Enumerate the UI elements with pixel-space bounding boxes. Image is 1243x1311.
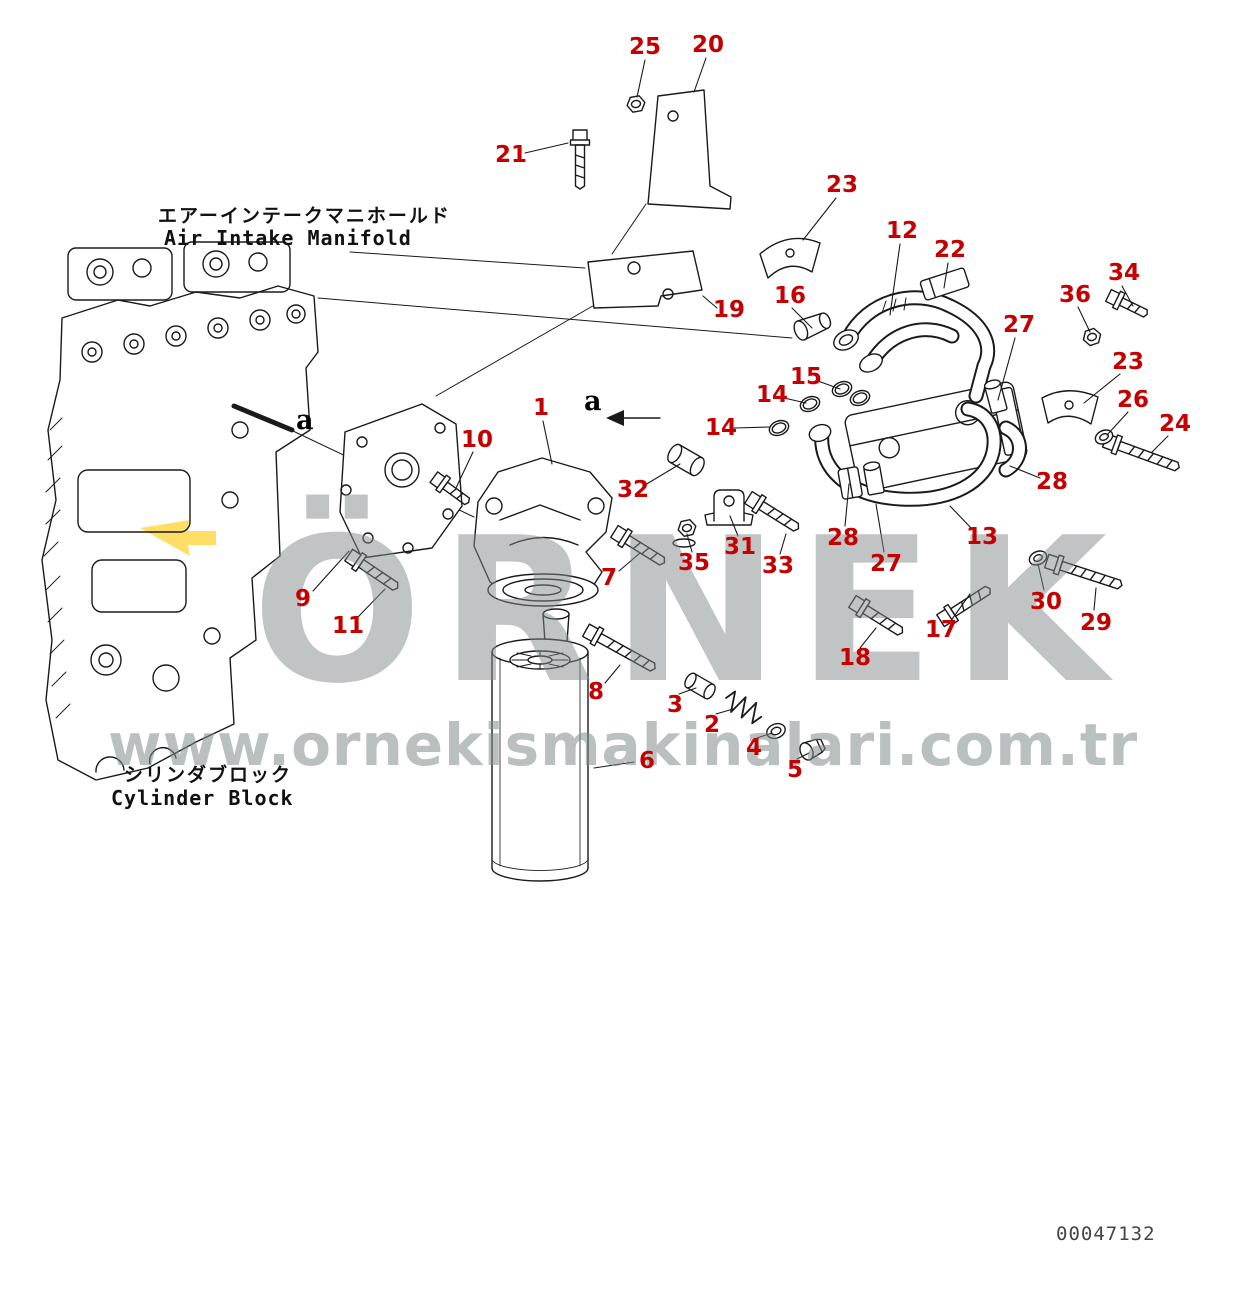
fasteners-drawing xyxy=(342,94,1184,761)
leader-lines xyxy=(312,57,1169,769)
piping-assembly-drawing xyxy=(793,267,1099,507)
label-air-intake-manifold-jp: エアーインテークマニホールド xyxy=(158,205,451,227)
clamp-upper-drawing xyxy=(759,237,821,279)
section-label-a-left: a xyxy=(296,405,314,436)
mount-bracket-drawing xyxy=(647,89,732,210)
oil-filter-cartridge-drawing xyxy=(491,638,589,882)
drawing-number: 00047132 xyxy=(1056,1223,1156,1245)
reference-lines xyxy=(292,203,793,518)
spacer-plate-drawing xyxy=(587,250,703,309)
label-cylinder-block-en: Cylinder Block xyxy=(111,786,294,810)
engine-block-drawing xyxy=(41,241,319,781)
section-label-a-right: a xyxy=(584,386,602,417)
section-arrow xyxy=(231,403,661,433)
highlight-arrow xyxy=(140,520,216,556)
filter-head-drawing xyxy=(473,457,613,643)
label-air-intake-manifold-en: Air Intake Manifold xyxy=(164,226,412,250)
label-cylinder-block-jp: シリンダブロック xyxy=(124,764,293,786)
adapter-plate-drawing xyxy=(339,403,463,559)
